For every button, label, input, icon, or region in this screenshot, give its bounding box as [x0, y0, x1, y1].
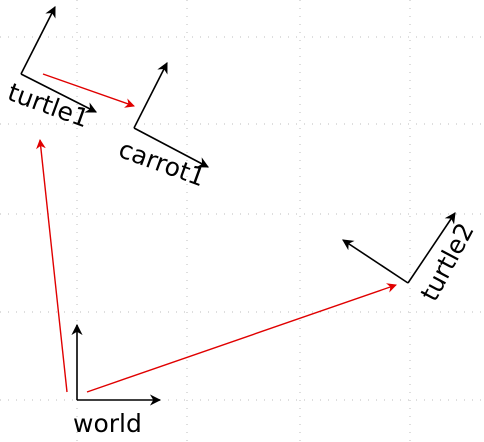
turtle1-x-axis	[20, 73, 97, 113]
turtle1-label: turtle1	[4, 77, 93, 133]
world-to-turtle2-arrow	[86, 283, 397, 393]
turtle2-y-axis	[342, 239, 409, 284]
carrot1-x-axis	[133, 127, 209, 168]
frame-carrot1: carrot1	[115, 62, 209, 192]
carrot1-y-axis	[133, 62, 168, 129]
frame-world: world	[71, 323, 162, 438]
turtle2-label: turtle2	[415, 218, 480, 306]
turtle1-to-carrot1-arrow	[42, 73, 135, 108]
world-label: world	[73, 409, 142, 438]
transform-arrows	[36, 73, 397, 393]
turtle1-y-axis	[20, 6, 56, 75]
world-to-turtle1-arrow	[36, 139, 68, 393]
frame-turtle1: turtle1	[4, 6, 97, 133]
turtle2-x-axis	[407, 212, 456, 284]
frame-turtle2: turtle2	[342, 212, 480, 306]
